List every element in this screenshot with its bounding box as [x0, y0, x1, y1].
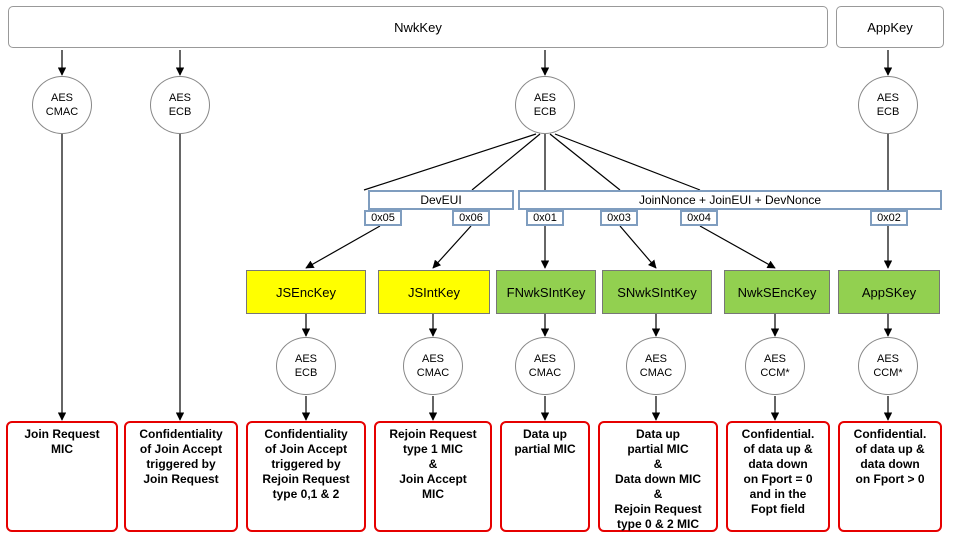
code-0x03: 0x03	[607, 212, 631, 224]
aes-ecb-circle-key-derivation: AES ECB	[515, 76, 575, 134]
output-join-accept-rejoin-confidentiality: Confidentiality of Join Accept triggered…	[246, 421, 366, 532]
c10-line1: AES	[876, 353, 899, 365]
appkey-box: AppKey	[836, 6, 944, 48]
output-data-down-mic: Data up partial MIC & Data down MIC & Re…	[598, 421, 718, 532]
c4-line1: AES	[876, 92, 899, 104]
aes-cmac-circle-jsint: AES CMAC	[403, 337, 463, 395]
c5-line2: ECB	[294, 367, 318, 379]
code-tag-0x02: 0x02	[870, 210, 908, 226]
arrow-0x05-jsenc	[305, 225, 381, 269]
fan-line-1	[363, 133, 537, 191]
c5-line1: AES	[294, 353, 317, 365]
appskey-box: AppSKey	[838, 270, 940, 314]
fan-line-4	[549, 133, 621, 191]
code-tag-0x04: 0x04	[680, 210, 718, 226]
code-tag-0x05: 0x05	[364, 210, 402, 226]
c7-line2: CMAC	[528, 367, 562, 379]
code-0x02: 0x02	[877, 212, 901, 224]
arrow-0x04-nwksenc	[699, 225, 776, 269]
arrow-0x03-snwk	[619, 225, 657, 269]
c9-line1: AES	[763, 353, 786, 365]
jsenckey-label: JSEncKey	[276, 284, 336, 300]
output-confidentiality-fport0: Confidential. of data up & data down on …	[726, 421, 830, 532]
c3-line1: AES	[533, 92, 556, 104]
jsintkey-label: JSIntKey	[407, 284, 461, 300]
c10-line2: CCM*	[873, 367, 903, 379]
code-0x05: 0x05	[371, 212, 395, 224]
deveui-input-bar: DevEUI	[368, 190, 514, 210]
c3-line2: ECB	[533, 106, 557, 118]
aes-ccm-circle-apps: AES CCM*	[858, 337, 918, 395]
code-0x04: 0x04	[687, 212, 711, 224]
jsenckey-box: JSEncKey	[246, 270, 366, 314]
c6-line1: AES	[421, 353, 444, 365]
joinnonce-input-bar: JoinNonce + JoinEUI + DevNonce	[518, 190, 942, 210]
aes-ecb-circle-join-accept: AES ECB	[150, 76, 210, 134]
snwksintkey-label: SNwkSIntKey	[617, 284, 697, 300]
code-tag-0x03: 0x03	[600, 210, 638, 226]
nwkkey-label: NwkKey	[394, 19, 442, 35]
aes-ccm-circle-nwksenc: AES CCM*	[745, 337, 805, 395]
code-tag-0x01: 0x01	[526, 210, 564, 226]
joinnonce-label: JoinNonce + JoinEUI + DevNonce	[638, 193, 822, 207]
output-data-up-partial-mic: Data up partial MIC	[500, 421, 590, 532]
jsintkey-box: JSIntKey	[378, 270, 490, 314]
output-rejoin-type1-mic: Rejoin Request type 1 MIC & Join Accept …	[374, 421, 492, 532]
code-0x01: 0x01	[533, 212, 557, 224]
fnwksintkey-box: FNwkSIntKey	[496, 270, 596, 314]
nwksenckey-box: NwkSEncKey	[724, 270, 830, 314]
c9-line2: CCM*	[760, 367, 790, 379]
aes-ecb-circle-appkey: AES ECB	[858, 76, 918, 134]
nwkkey-box: NwkKey	[8, 6, 828, 48]
c4-line2: ECB	[876, 106, 900, 118]
deveui-label: DevEUI	[420, 193, 462, 207]
nwksenckey-label: NwkSEncKey	[737, 284, 817, 300]
c6-line2: CMAC	[416, 367, 450, 379]
c2-line1: AES	[168, 92, 191, 104]
aes-cmac-circle-snwk: AES CMAC	[626, 337, 686, 395]
appkey-label: AppKey	[867, 19, 913, 35]
c8-line1: AES	[644, 353, 667, 365]
aes-cmac-circle-fnwk: AES CMAC	[515, 337, 575, 395]
fan-line-5	[554, 133, 701, 191]
c7-line1: AES	[533, 353, 556, 365]
output-confidentiality-fport-gt0: Confidential. of data up & data down on …	[838, 421, 942, 532]
code-tag-0x06: 0x06	[452, 210, 490, 226]
appskey-label: AppSKey	[861, 284, 917, 300]
c2-line2: ECB	[168, 106, 192, 118]
fan-line-2	[471, 133, 541, 191]
c1-line2: CMAC	[45, 106, 79, 118]
output-join-accept-confidentiality: Confidentiality of Join Accept triggered…	[124, 421, 238, 532]
fnwksintkey-label: FNwkSIntKey	[506, 284, 586, 300]
c8-line2: CMAC	[639, 367, 673, 379]
code-0x06: 0x06	[459, 212, 483, 224]
arrow-0x06-jsint	[432, 225, 472, 269]
aes-ecb-circle-jsenc: AES ECB	[276, 337, 336, 395]
c1-line1: AES	[50, 92, 73, 104]
snwksintkey-box: SNwkSIntKey	[602, 270, 712, 314]
aes-cmac-circle-join-request: AES CMAC	[32, 76, 92, 134]
output-join-request-mic: Join Request MIC	[6, 421, 118, 532]
